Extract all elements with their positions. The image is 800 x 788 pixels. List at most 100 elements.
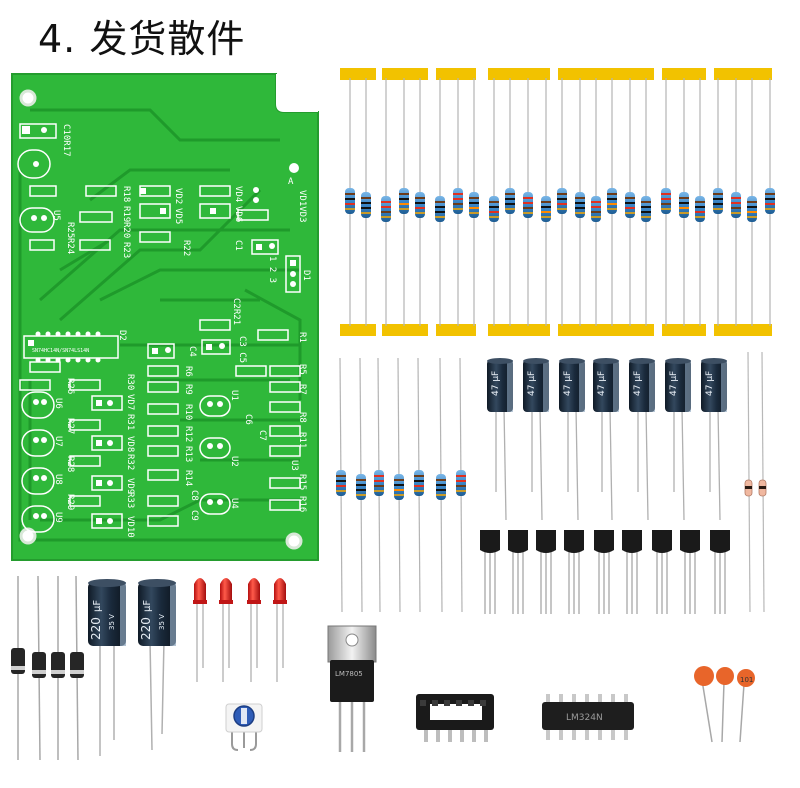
svg-text:C3 C5: C3 C5 — [237, 336, 247, 363]
svg-text:R19: R19 — [121, 206, 131, 222]
small-capacitor: 47 μF — [559, 358, 585, 521]
svg-text:220: 220 — [139, 617, 153, 640]
taped-resistor — [661, 78, 671, 326]
svg-text:μF: μF — [92, 600, 103, 612]
svg-text:R20: R20 — [121, 222, 131, 238]
transistor — [594, 530, 614, 614]
pcb-labels: A VD1VD3 C10R17 D1 1 2 3 C1 C2R21 R1 D2 … — [32, 124, 311, 538]
svg-text:R5: R5 — [297, 364, 307, 375]
svg-text:U6: U6 — [53, 398, 63, 409]
loose-resistor — [414, 357, 424, 613]
loose-resistor — [456, 357, 466, 613]
svg-text:VD6: VD6 — [233, 206, 243, 222]
taped-resistor — [641, 78, 651, 326]
to92-transistors — [480, 530, 730, 614]
pcb-traces — [18, 108, 302, 542]
svg-text:C9: C9 — [189, 510, 199, 521]
svg-text:R6: R6 — [183, 366, 193, 377]
transistor — [680, 530, 700, 614]
loose-resistor — [356, 357, 366, 613]
svg-text:C10R17: C10R17 — [61, 124, 71, 157]
red-leds — [193, 578, 287, 682]
taped-resistor — [415, 78, 425, 326]
taped-resistor — [575, 78, 585, 326]
svg-text:R32: R32 — [125, 454, 135, 470]
taped-resistor — [381, 78, 391, 326]
tape-strip-top — [488, 68, 550, 80]
taped-resistors — [345, 78, 775, 326]
led — [273, 578, 287, 682]
taped-resistor — [399, 78, 409, 326]
ic-socket — [416, 694, 494, 742]
taped-resistor — [625, 78, 635, 326]
transistor — [652, 530, 672, 614]
page-heading: 4. 发货散件 — [38, 17, 246, 61]
svg-text:R28: R28 — [65, 456, 75, 472]
resistor-tape-top — [340, 68, 772, 80]
svg-text:R23: R23 — [121, 242, 131, 258]
svg-text:U5: U5 — [51, 210, 61, 221]
taped-resistor — [607, 78, 617, 326]
svg-text:LM7805: LM7805 — [335, 670, 363, 678]
svg-text:C4: C4 — [187, 346, 197, 357]
ceramic-capacitors: 101 — [694, 666, 755, 743]
taped-resistor — [345, 78, 355, 326]
small-capacitor: 47 μF — [629, 358, 655, 521]
loose-resistor — [336, 357, 346, 613]
taped-resistor — [679, 78, 689, 326]
op-amp-chip: LM324N — [542, 694, 634, 740]
led — [219, 578, 233, 682]
small-capacitor: 47 μF — [487, 358, 513, 521]
taped-resistor — [695, 78, 705, 326]
small-capacitor: 47 μF — [665, 358, 691, 521]
large-electrolytic-capacitor-2: 220 μF 35 V — [138, 579, 176, 751]
led — [247, 578, 261, 682]
svg-text:R31: R31 — [125, 414, 135, 430]
svg-text:R8: R8 — [297, 412, 307, 423]
trimmer-potentiometer — [225, 703, 263, 751]
tape-strip-top — [662, 68, 706, 80]
loose-resistor — [374, 357, 384, 613]
rectifier-diodes — [11, 575, 84, 761]
svg-text:R22: R22 — [181, 240, 191, 256]
taped-resistor — [541, 78, 551, 326]
capacitor-value: 47 μF — [597, 371, 607, 396]
taped-resistor — [361, 78, 371, 326]
svg-text:C6: C6 — [243, 414, 253, 425]
svg-text:U7: U7 — [53, 436, 63, 447]
pcb-pads — [22, 126, 296, 524]
taped-resistor — [469, 78, 479, 326]
svg-text:R9: R9 — [183, 384, 193, 395]
small-electrolytic-capacitors: 47 μF 47 μF 47 μF 47 μF 47 μF 47 μF 47 μF — [487, 358, 727, 521]
small-capacitor: 47 μF — [701, 358, 727, 521]
svg-text:R15: R15 — [297, 474, 307, 490]
taped-resistor — [523, 78, 533, 326]
taped-resistor — [591, 78, 601, 326]
capacitor-value: 47 μF — [563, 371, 573, 396]
loose-resistors — [336, 357, 466, 613]
resistor-tape-bottom — [340, 324, 772, 336]
svg-text:R27: R27 — [65, 418, 75, 434]
capacitor-value: 47 μF — [491, 371, 501, 396]
svg-text:R33: R33 — [125, 492, 135, 508]
svg-text:101: 101 — [740, 676, 753, 684]
svg-text:R16: R16 — [297, 496, 307, 512]
transistor — [622, 530, 642, 614]
taped-resistor — [713, 78, 723, 326]
svg-text:VD10: VD10 — [125, 516, 135, 538]
svg-text:VD4: VD4 — [233, 186, 243, 202]
svg-text:1 2 3: 1 2 3 — [267, 256, 277, 283]
capacitor-value: 47 μF — [527, 371, 537, 396]
capacitor-value: 47 μF — [633, 371, 643, 396]
svg-text:D1: D1 — [301, 270, 311, 281]
taped-resistor — [557, 78, 567, 326]
tape-strip-bottom — [340, 324, 376, 336]
svg-text:U1: U1 — [229, 390, 239, 401]
svg-text:R24: R24 — [65, 238, 75, 254]
svg-text:R14: R14 — [183, 470, 193, 486]
tape-strip-top — [714, 68, 772, 80]
tape-strip-bottom — [382, 324, 428, 336]
tape-strip-top — [558, 68, 654, 80]
led — [193, 578, 207, 682]
taped-resistor — [435, 78, 445, 326]
